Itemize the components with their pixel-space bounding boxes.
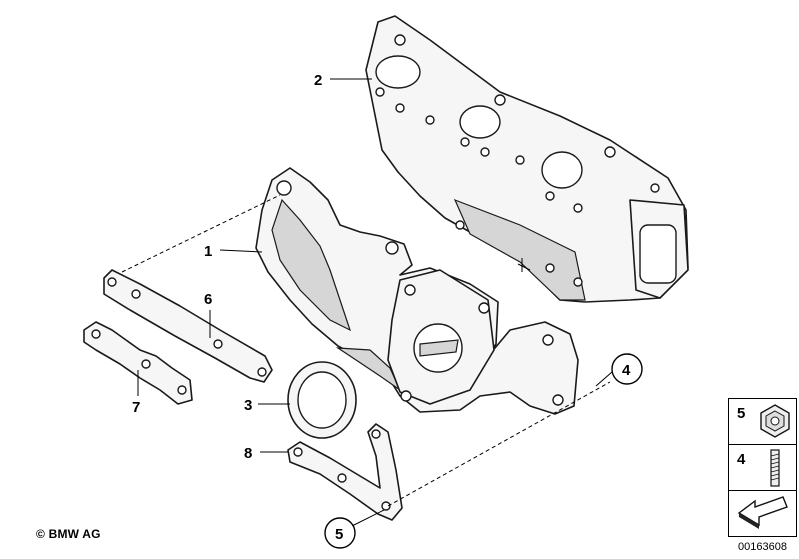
arrow-indicator-icon (737, 496, 788, 529)
callout-4: 4 (622, 362, 631, 379)
legend-row-stud: 4 (729, 445, 796, 491)
callout-circle-4 (611, 353, 643, 385)
callout-2: 2 (314, 72, 322, 89)
callout-8: 8 (244, 445, 252, 462)
callout-3: 3 (244, 397, 252, 414)
leader-line-4 (595, 371, 613, 387)
callout-6: 6 (204, 291, 212, 308)
stud-bolt-icon (770, 449, 780, 487)
parts-legend: 5 4 (728, 398, 797, 537)
legend-number: 5 (737, 405, 746, 422)
leader-line-5 (351, 509, 385, 527)
copyright-label: © BMW AG (36, 527, 101, 541)
assembly-line-lower (387, 381, 611, 507)
leader-line-1 (219, 249, 263, 253)
bracket-8-part (287, 423, 403, 521)
exhaust-manifold-part (255, 167, 579, 415)
assembly-line-upper (121, 194, 281, 273)
callout-circle-5 (324, 517, 356, 549)
hex-nut-icon (760, 404, 790, 438)
callout-5: 5 (335, 526, 343, 543)
heat-shield-part (365, 15, 689, 303)
callout-7: 7 (132, 399, 140, 416)
legend-number: 4 (737, 451, 746, 468)
sealing-ring-part (287, 361, 357, 439)
legend-row-nut: 5 (729, 399, 796, 445)
drawing-id-label: 00163608 (738, 541, 787, 553)
legend-row-arrow (729, 491, 796, 536)
callout-1: 1 (204, 243, 212, 260)
bracket-7-part (83, 321, 193, 405)
bracket-6-part (103, 269, 273, 383)
